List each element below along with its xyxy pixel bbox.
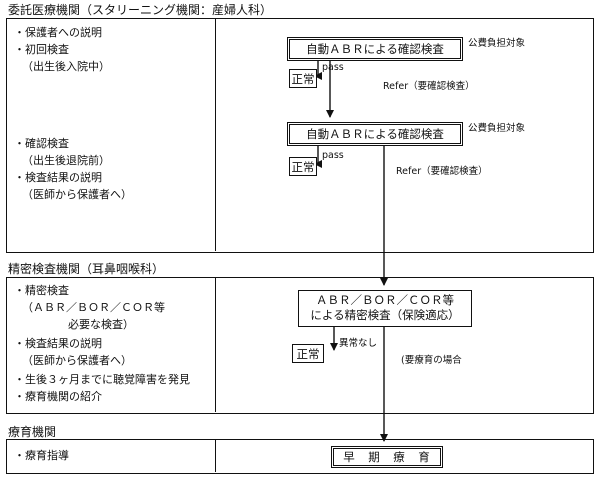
needs-care-label: (要療育の場合 [401,355,462,366]
section-title-screening: 委託医療機関（スタリーニング機関：産婦人科） [8,3,273,17]
refer-label-2: Refer（要確認検査） [396,166,488,177]
precise-section-frame [6,277,594,414]
s2-item-result-note: （医師から保護者へ） [22,354,132,367]
s2-item-referral: ・療育機関の紹介 [14,390,102,403]
normal-box-1: 正常 [289,69,317,88]
public-fund-label-1: 公費負担対象 [468,38,526,49]
s1-item-result: ・検査結果の説明 [14,171,102,184]
confirm-abr-test-box: 自動ＡＢＲによる確認検査 [287,122,463,146]
screening-column-divider [215,18,216,251]
screening-section-frame [6,18,594,253]
pass-label-1: pass [322,62,344,73]
s1-item-confirm-note: （出生後退院前） [22,154,110,167]
precise-exam-line-2: による精密検査（保険適応） [310,308,460,322]
public-fund-label-2: 公費負担対象 [468,123,526,134]
normal-box-2: 正常 [289,157,317,176]
s3-item-guidance: ・療育指導 [14,449,69,462]
s1-item-explain: ・保護者への説明 [14,26,102,39]
early-care-box: 早 期 療 育 [331,446,443,468]
care-column-divider [215,439,216,472]
s1-item-result-note: （医師から保護者へ） [22,188,132,201]
no-abnormality-label: 異常なし [339,338,378,349]
s2-item-result: ・検査結果の説明 [14,337,102,350]
pass-label-2: pass [322,150,344,161]
care-section-frame [6,439,594,474]
s1-item-initial: ・初回検査 [14,43,69,56]
section-title-care: 療育機関 [8,425,57,439]
s1-item-initial-note: （出生後入院中） [22,60,110,73]
precise-exam-box: ＡＢＲ／ＢＯＲ／ＣＯＲ等 による精密検査（保険適応） [298,290,472,327]
s1-item-confirm: ・確認検査 [14,137,69,150]
section-title-precise-exam: 精密検査機関（耳鼻咽喉科） [8,262,165,276]
initial-abr-test-box: 自動ＡＢＲによる確認検査 [287,37,463,61]
s2-item-detect: ・生後３ヶ月までに聴覚障害を発見 [14,373,190,386]
s2-item-precise-note2: 必要な検査） [68,318,134,331]
refer-label-1: Refer（要確認検査） [383,81,475,92]
normal-box-3: 正常 [292,344,324,363]
s2-item-precise-note1: （ＡＢＲ／ＢＯＲ／ＣＯＲ等 [22,301,165,314]
s2-item-precise: ・精密検査 [14,284,69,297]
precise-exam-line-1: ＡＢＲ／ＢＯＲ／ＣＯＲ等 [316,293,454,307]
precise-column-divider [215,277,216,412]
